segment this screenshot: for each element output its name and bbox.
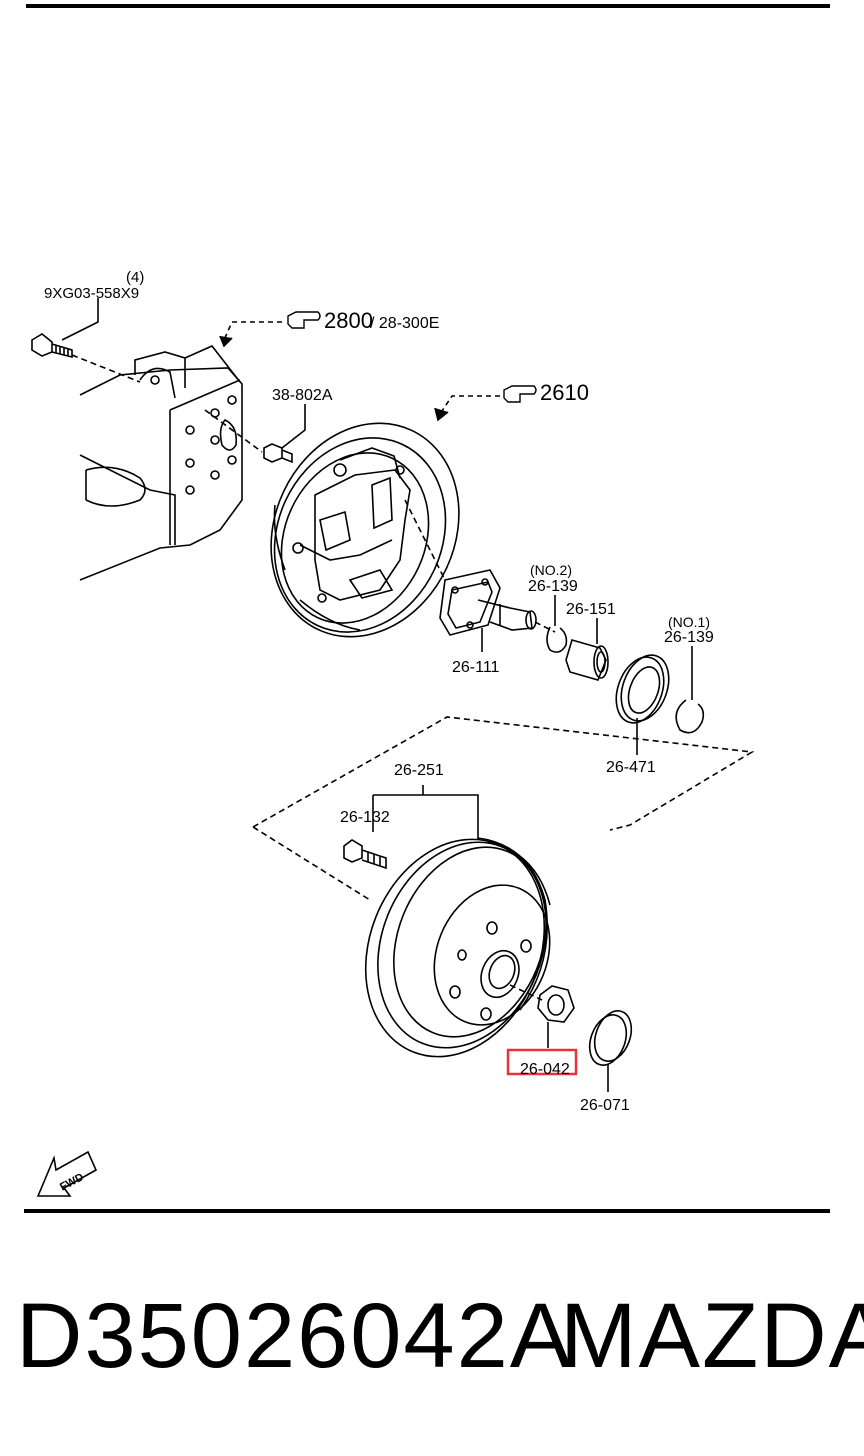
bolt-38-802a: [263, 443, 293, 464]
exploded-parts-diagram: (4) 9XG03-558X9 2800 / 28-300E 2610 38-8…: [31, 269, 755, 1197]
bushing-26-151: [565, 639, 609, 681]
bolt-qty-label: (4): [126, 269, 144, 286]
bolt-code-label: 9XG03-558X9: [44, 285, 139, 302]
snap-ring-no1: [675, 699, 705, 734]
backing-plate: [270, 422, 460, 638]
fwd-arrow-icon: [36, 1150, 98, 1197]
clip-no2-label: 26-139: [528, 578, 578, 595]
bolt-38-label: 38-802A: [272, 387, 333, 404]
bearing-26-471: [615, 654, 670, 724]
no2-label: (NO.2): [530, 562, 572, 578]
pointing-hand-icon: [503, 385, 537, 403]
brake-drum-26-251: [364, 837, 551, 1058]
no1-label: (NO.1): [668, 614, 710, 630]
fwd-label: FWD: [58, 1171, 86, 1193]
bolt-9xg03: [31, 333, 73, 359]
spindle-26-111: [439, 569, 537, 636]
hub-cap-26-071: [588, 1010, 633, 1066]
highlight-box: [506, 1048, 578, 1076]
bottom-rule: [24, 1209, 830, 1213]
cap-label: 26-071: [580, 1097, 630, 1114]
ref-main-label: 2800: [324, 308, 373, 333]
bearing-label: 26-471: [606, 759, 656, 776]
nut-26-042: [537, 985, 575, 1023]
ref-sub-label: / 28-300E: [370, 315, 439, 332]
bracket-part: [79, 345, 243, 581]
clip-no1-label: 26-139: [664, 629, 714, 646]
spindle-label: 26-111: [452, 659, 500, 676]
pointing-hand-icon: [287, 311, 321, 329]
part-number: D35026042A: [16, 1285, 574, 1387]
hub-bolt-26-132: [343, 839, 387, 870]
top-rule: [26, 4, 830, 8]
hub-bolt-label: 26-132: [340, 809, 390, 826]
ref-plate-label: 2610: [540, 380, 589, 405]
snap-ring-no2: [546, 626, 568, 653]
nut-label: 26-042: [520, 1061, 570, 1078]
brand-name: MAZDA: [560, 1285, 864, 1387]
drum-assy-label: 26-251: [394, 762, 444, 779]
seal-151-label: 26-151: [566, 601, 616, 618]
